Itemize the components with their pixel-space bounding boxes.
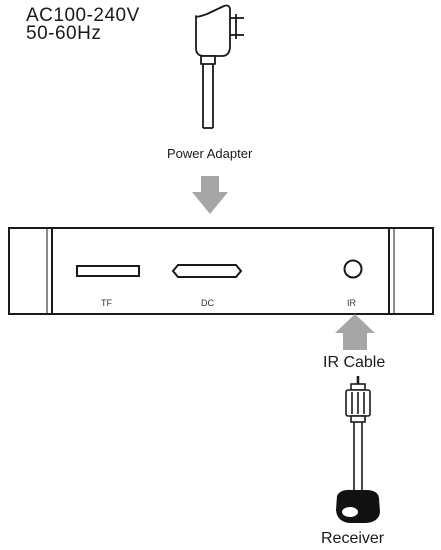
- power-adapter-label: Power Adapter: [167, 146, 253, 161]
- tf-slot-icon: [76, 265, 140, 277]
- device-body: [8, 227, 434, 315]
- down-arrow-icon: [192, 176, 228, 214]
- receiver-label: Receiver: [321, 530, 385, 547]
- ir-cable: [353, 422, 363, 490]
- dc-port-label: DC: [201, 298, 214, 308]
- frequency-label: 50-60Hz: [26, 23, 102, 44]
- ir-jack-icon: [343, 259, 363, 279]
- ir-cable-label: IR Cable: [323, 354, 386, 371]
- receiver-icon: [336, 489, 380, 523]
- voltage-label: AC100-240V: [26, 5, 140, 26]
- ir-port-label: IR: [347, 298, 356, 308]
- up-arrow-icon: [335, 314, 375, 350]
- power-adapter-icon: [195, 4, 244, 129]
- tf-port-label: TF: [101, 298, 112, 308]
- ir-plug-icon: [345, 376, 371, 423]
- dc-port-icon: [171, 264, 243, 278]
